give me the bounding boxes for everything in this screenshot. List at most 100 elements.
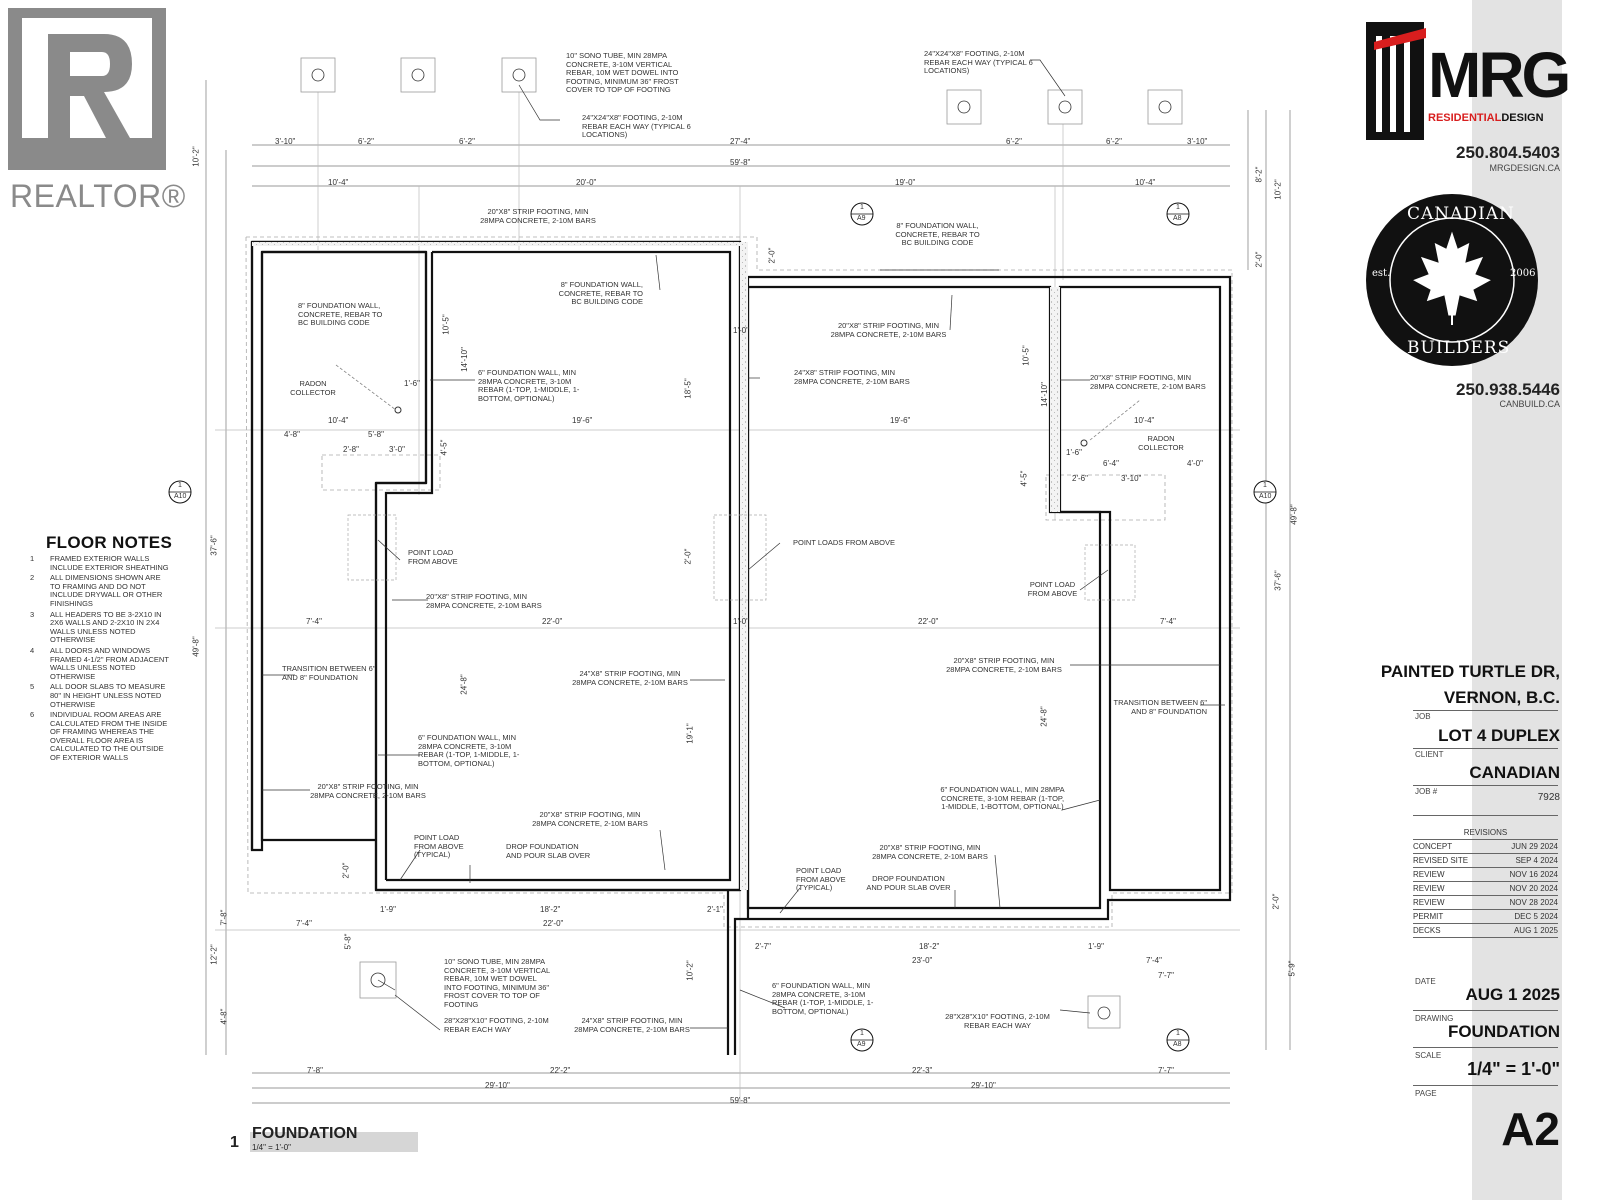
dim-ro5: 7'-4" bbox=[1146, 956, 1162, 965]
dim-b4: 2'-6" bbox=[1072, 474, 1088, 483]
address-line1: PAINTED TURTLE DR, bbox=[1380, 662, 1560, 681]
dim-t4: 27'-4" bbox=[730, 137, 751, 146]
revision-date: AUG 1 2025 bbox=[1513, 926, 1558, 935]
revision-date: NOV 20 2024 bbox=[1509, 884, 1558, 893]
mrg-mark-icon bbox=[1366, 22, 1426, 140]
note-point-load-left: POINT LOAD FROM ABOVE bbox=[408, 548, 458, 566]
vdim-r-45: 4'-5" bbox=[1019, 470, 1029, 487]
vdim-r-105: 10'-5" bbox=[1021, 345, 1031, 366]
canadian-top-text: CANADIAN bbox=[1407, 204, 1515, 224]
revision-date: SEP 4 2024 bbox=[1515, 856, 1558, 865]
note-fwall6-left-low: 6" FOUNDATION WALL, MIN 28MPA CONCRETE, … bbox=[418, 733, 520, 768]
dim-bot1: 7'-8" bbox=[307, 1066, 323, 1075]
vdim-l-12: 12'-2" bbox=[209, 944, 219, 965]
floor-note-number: 2 bbox=[30, 573, 35, 583]
dim-overall-bottom: 59'-8" bbox=[730, 1096, 751, 1105]
dim-m2: 22'-0" bbox=[542, 617, 563, 626]
scale-label: SCALE bbox=[1415, 1051, 1442, 1060]
vdim-r-20c: 2'-0" bbox=[1254, 251, 1264, 268]
note-radon-left: RADON COLLECTOR bbox=[290, 379, 336, 397]
floor-note-text: ALL DOORS AND WINDOWS FRAMED 4-1/2" FROM… bbox=[50, 645, 169, 681]
drawing-value: FOUNDATION bbox=[1447, 1022, 1560, 1041]
note-strip24-left: 24"x8" STRIP FOOTING, MIN 28MPA CONCRETE… bbox=[572, 669, 688, 687]
vdim-c-248: 24'-8" bbox=[459, 674, 469, 695]
dim-r-r2: 10'-4" bbox=[1134, 416, 1155, 425]
note-transition-left: TRANSITION BETWEEN 6" AND 8" FOUNDATION bbox=[282, 664, 376, 682]
dim-bot5: 29'-10" bbox=[485, 1081, 510, 1090]
vdim-l-58: 5'-8" bbox=[343, 933, 353, 950]
note-point-loads-center: POINT LOADS FROM ABOVE bbox=[793, 538, 895, 547]
divider bbox=[1413, 1047, 1558, 1048]
vdim-r-20: 2'-0" bbox=[767, 247, 777, 264]
mrg-phone: 250.804.5403 bbox=[1456, 143, 1560, 162]
canbuild-site: CANBUILD.CA bbox=[1499, 399, 1560, 409]
note-fwall-right: 8" FOUNDATION WALL, CONCRETE, REBAR TO B… bbox=[895, 221, 980, 248]
revision-label: CONCEPT bbox=[1413, 842, 1453, 851]
note-strip-bl: 20"x8" STRIP FOOTING, MIN 28MPA CONCRETE… bbox=[310, 782, 426, 800]
date-value: AUG 1 2025 bbox=[1465, 985, 1561, 1004]
dim-bot4: 7'-7" bbox=[1158, 1066, 1174, 1075]
dim-t6: 6'-2" bbox=[1106, 137, 1122, 146]
section-mark-num-left: 1 bbox=[178, 482, 182, 489]
realtor-logo: REALTOR® bbox=[8, 8, 185, 214]
note-fwall6-left: 6" FOUNDATION WALL, MIN 28MPA CONCRETE, … bbox=[478, 368, 580, 403]
vdim-r-20b: 2'-0" bbox=[1271, 893, 1281, 910]
foundation-plan bbox=[168, 57, 1291, 1104]
revision-label: REVIEW bbox=[1413, 870, 1445, 879]
vdim-r-59: 5'-9" bbox=[1287, 960, 1297, 977]
floor-note-number: 3 bbox=[30, 609, 35, 619]
canbuild-phone: 250.938.5446 bbox=[1456, 380, 1560, 399]
client-label: CLIENT bbox=[1415, 750, 1444, 759]
section-mark-a8-top: A8 bbox=[1173, 215, 1182, 222]
job-label: JOB bbox=[1415, 712, 1431, 721]
vdim-c-20b: 2'-0" bbox=[341, 862, 351, 879]
date-label: DATE bbox=[1415, 977, 1436, 986]
note-strip24-bottom: 24"x8" STRIP FOOTING, MIN 28MPA CONCRETE… bbox=[574, 1016, 690, 1034]
canadian-year: 2006 bbox=[1510, 268, 1536, 279]
section-mark-num-a8-bottom: 1 bbox=[1176, 1030, 1180, 1037]
page-value: A2 bbox=[1501, 1103, 1560, 1155]
floor-note-number: 6 bbox=[30, 710, 35, 720]
note-strip-right-mid: 20"x8" STRIP FOOTING, MIN 28MPA CONCRETE… bbox=[946, 656, 1062, 674]
dim-bot3: 22'-3" bbox=[912, 1066, 933, 1075]
dim-m4: 22'-0" bbox=[918, 617, 939, 626]
note-footing-top-right: 24"x24"x8" FOOTING, 2-10M REBAR EACH WAY… bbox=[924, 49, 1033, 76]
dim-overall-top: 59'-8" bbox=[730, 158, 751, 167]
floor-note-text: ALL DIMENSIONS SHOWN ARE TO FRAMING AND … bbox=[50, 573, 163, 608]
dim-bot2: 22'-2" bbox=[550, 1066, 571, 1075]
section-mark-num-a9-top: 1 bbox=[860, 204, 864, 211]
vdim-r-1410: 14'-10" bbox=[1039, 382, 1049, 407]
dim-ro6: 7'-7" bbox=[1158, 971, 1174, 980]
section-mark-a10-left: A10 bbox=[174, 493, 187, 500]
revision-label: DECKS bbox=[1413, 926, 1441, 935]
vdim-r-82: 8'-2" bbox=[1254, 166, 1264, 183]
dim-t7: 3'-10" bbox=[1187, 137, 1208, 146]
dim-r-l1: 10'-4" bbox=[328, 416, 349, 425]
note-footing28-left: 28"x28"x10" FOOTING, 2-10M REBAR EACH WA… bbox=[444, 1016, 549, 1034]
floor-note-item: 2 ALL DIMENSIONS SHOWN ARE TO FRAMING AND… bbox=[30, 573, 180, 608]
dim-bot6: 29'-10" bbox=[971, 1081, 996, 1090]
address-line2: VERNON, B.C. bbox=[1443, 688, 1560, 707]
note-strip-left-mid: 20"x8" STRIP FOOTING, MIN 28MPA CONCRETE… bbox=[426, 592, 542, 610]
note-radon-right: RADON COLLECTOR bbox=[1138, 434, 1184, 452]
dim-t1: 3'-10" bbox=[275, 137, 296, 146]
dim-a4: 3'-0" bbox=[389, 445, 405, 454]
mrg-tagline: RESIDENTIALDESIGN bbox=[1428, 112, 1544, 124]
vdim-c-102: 10'-2" bbox=[685, 960, 695, 981]
dim-s3: 19'-0" bbox=[895, 178, 916, 187]
dim-m5: 7'-4" bbox=[1160, 617, 1176, 626]
floor-note-number: 1 bbox=[30, 554, 35, 563]
drawing-title: 1 FOUNDATION 1/4" = 1'-0" bbox=[228, 1125, 418, 1152]
mrg-tag-residential: RESIDENTIAL bbox=[1428, 112, 1502, 124]
drawing-number: 1 bbox=[230, 1134, 239, 1151]
vdim-c-185: 18'-5" bbox=[683, 378, 693, 399]
